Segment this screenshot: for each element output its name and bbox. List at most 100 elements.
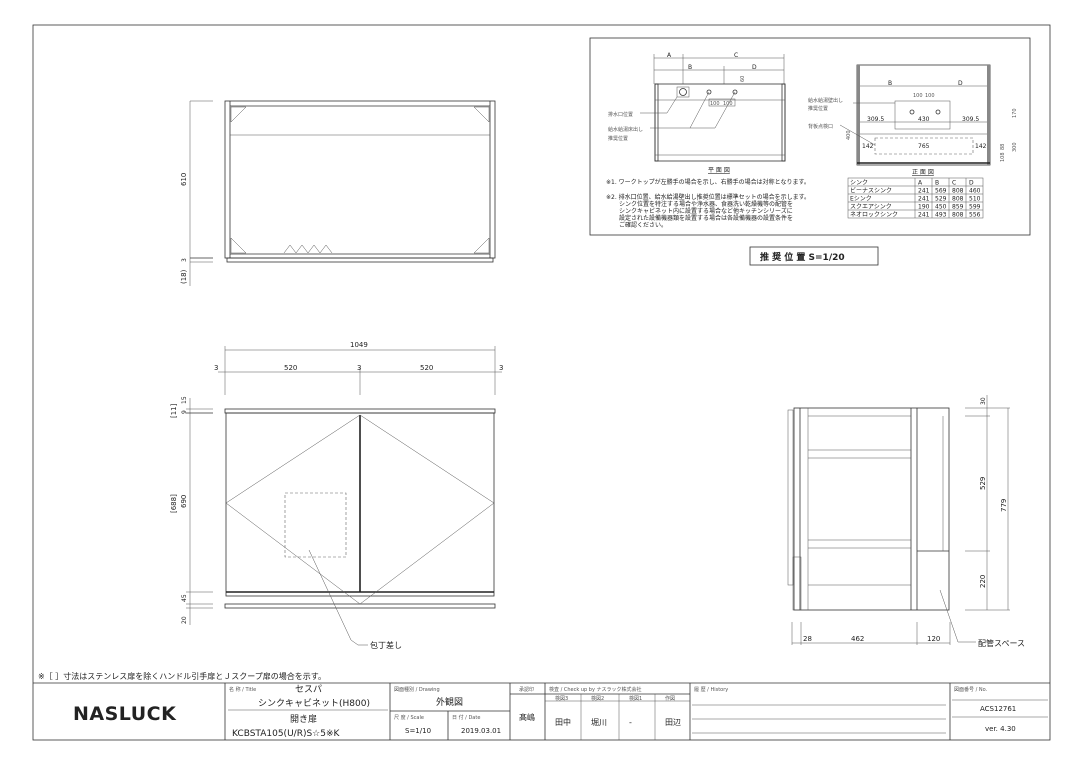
svg-text:(18): (18) [180,269,188,284]
check-column-label: 検図2 [591,695,604,702]
svg-text:309.5: 309.5 [867,116,884,123]
svg-text:C: C [734,52,738,59]
svg-text:520: 520 [420,364,433,372]
table-header-cell: C [952,180,956,187]
plan-view: A C B D 100 100 60 排水口位置 給水給湯床出し 推奨位置 [608,52,786,174]
check-column-label: 作図 [665,695,675,702]
table-header-cell: B [935,180,939,187]
svg-text:承認印: 承認印 [519,686,534,693]
table-cell: 808 [952,196,964,203]
svg-text:28: 28 [803,635,812,643]
svg-text:142: 142 [862,143,874,150]
svg-text:9: 9 [181,410,188,414]
table-cell: 241 [918,188,930,195]
svg-text:シンク位置を特注する場合や浄水器、食器洗い乾燥機等の配管を: シンク位置を特注する場合や浄水器、食器洗い乾燥機等の配管を [619,200,793,208]
svg-text:3: 3 [181,258,188,262]
front-door-view: 1049 3 520 3 520 3 包丁差し 15 9 [11] 690 [6… [170,341,503,650]
svg-text:図面種別 / Drawing: 図面種別 / Drawing [394,686,440,693]
bracket-dimension-note: ※［ ］寸法はステンレス扉を除くハンドル引手扉とＪスクープ扉の場合を示す。 [38,671,326,681]
svg-text:ご確認ください。: ご確認ください。 [619,221,667,229]
svg-text:給水給湯床出し: 給水給湯床出し [608,126,643,133]
svg-text:図面番号 / No.: 図面番号 / No. [954,686,988,693]
svg-text:462: 462 [851,635,864,643]
drawing-number: ACS12761 [980,705,1016,713]
check-column-label: 検図3 [555,695,568,702]
svg-text:給水給湯壁出し: 給水給湯壁出し [808,97,843,104]
svg-text:推奨位置: 推奨位置 [808,105,828,112]
svg-text:S=1/10: S=1/10 [405,727,431,735]
svg-text:D: D [752,64,757,71]
table-cell: 808 [952,188,964,195]
svg-text:309.5: 309.5 [962,116,979,123]
svg-text:430: 430 [918,116,930,123]
svg-text:名 称 / Title: 名 称 / Title [229,686,256,693]
check-column-value: 田辺 [665,718,681,727]
front-elevation-view: B D 100 100 309.5 430 309.5 142 765 142 … [808,64,1018,176]
table-cell: 241 [918,212,930,219]
table-cell: 859 [952,204,964,211]
sheet-frame [32,24,1051,741]
svg-text:3: 3 [214,364,218,372]
svg-text:[688]: [688] [170,494,178,513]
check-column-value: 田中 [555,717,571,727]
svg-text:セスパ: セスパ [295,684,322,695]
svg-text:220: 220 [979,575,987,588]
svg-text:推奨位置: 推奨位置 [608,135,628,142]
svg-text:120: 120 [927,635,940,643]
knife-holder-outline [284,492,347,558]
svg-text:15: 15 [181,396,188,404]
svg-text:平 面 図: 平 面 図 [708,167,730,174]
table-cell: 569 [935,188,947,195]
svg-text:開き扉: 開き扉 [290,713,317,725]
table-cell: 493 [935,212,947,219]
svg-text:背板点検口: 背板点検口 [808,123,833,130]
table-cell: 460 [969,188,981,195]
table-cell: 510 [969,196,981,203]
svg-text:100: 100 [913,93,923,99]
table-cell: Eシンク [850,196,872,203]
svg-text:45: 45 [181,594,188,602]
table-header-cell: シンク [850,180,868,187]
svg-text:排水口位置: 排水口位置 [608,111,633,118]
nasluck-logo: NASLUCK [73,703,177,725]
svg-text:142: 142 [975,143,987,150]
table-cell: 450 [935,204,947,211]
table-cell: 808 [952,212,964,219]
table-cell: 529 [935,196,947,203]
svg-text:A: A [667,52,672,59]
table-cell: 241 [918,196,930,203]
table-cell: ビーナスシンク [850,187,892,195]
svg-text:88: 88 [1000,144,1006,150]
table-header-cell: D [969,180,974,187]
svg-text:30: 30 [980,397,987,405]
svg-text:1049: 1049 [350,341,368,349]
svg-text:ver. 4.30: ver. 4.30 [985,725,1016,733]
svg-text:300: 300 [1012,142,1018,152]
svg-text:正 面 図: 正 面 図 [912,169,934,176]
top-plan-view: 610 3 (18) [180,100,496,286]
svg-text:[11]: [11] [170,403,178,418]
svg-text:髙嶋: 髙嶋 [519,712,535,722]
check-column-label: 検図1 [629,695,642,702]
svg-text:シンクキャビネット内に設置する場合など他キッチンシリーズに: シンクキャビネット内に設置する場合など他キッチンシリーズに [619,207,793,215]
svg-text:B: B [688,64,692,71]
recommended-position-panel: A C B D 100 100 60 排水口位置 給水給湯床出し 推奨位置 [589,37,1031,236]
model-number: KCBSTA105(U/R)S☆5※K [232,729,341,739]
svg-text:779: 779 [1000,499,1008,512]
table-header-cell: A [918,180,923,187]
svg-text:170: 170 [1012,108,1018,118]
svg-text:100: 100 [710,101,720,107]
svg-text:3: 3 [357,364,361,372]
svg-text:2019.03.01: 2019.03.01 [461,727,501,735]
table-cell: 190 [918,204,930,211]
svg-text:シンクキャビネット(H800): シンクキャビネット(H800) [258,698,370,709]
recommended-position-label: 推 奨 位 置 S=1/20 [760,251,845,263]
svg-text:100: 100 [723,101,733,107]
table-cell: 556 [969,212,981,219]
svg-text:検査 / Check up by ナスラック株式会社: 検査 / Check up by ナスラック株式会社 [549,686,642,693]
svg-text:日 付 / Date: 日 付 / Date [452,714,480,721]
svg-text:履 歴 / History: 履 歴 / History [694,687,728,693]
